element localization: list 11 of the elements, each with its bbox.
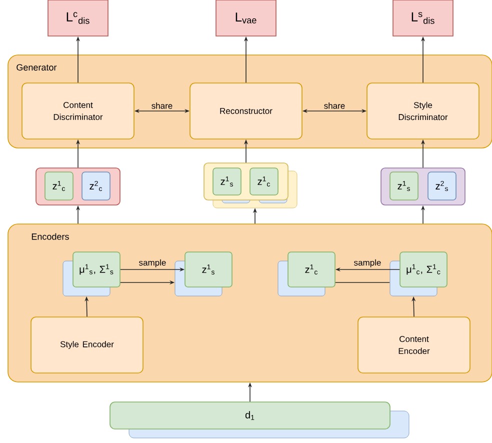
encoder-box: Content Encoder [358,316,470,374]
discriminator-box: Content Discriminator [22,82,134,140]
edge-label: share [150,102,174,110]
encoder-box: Style Encoder [30,316,144,374]
input-box: d$_{1}$ [110,402,410,438]
reconstructor-box: Reconstructor [190,82,302,140]
edge-label: share [322,102,346,110]
loss-box: L$_{vae}$ [216,0,276,36]
discriminator-box: Style Discriminator [366,82,480,140]
loss-box: L$^{s}$dis [392,0,454,36]
loss-box: L$^{c}$dis [48,0,108,36]
